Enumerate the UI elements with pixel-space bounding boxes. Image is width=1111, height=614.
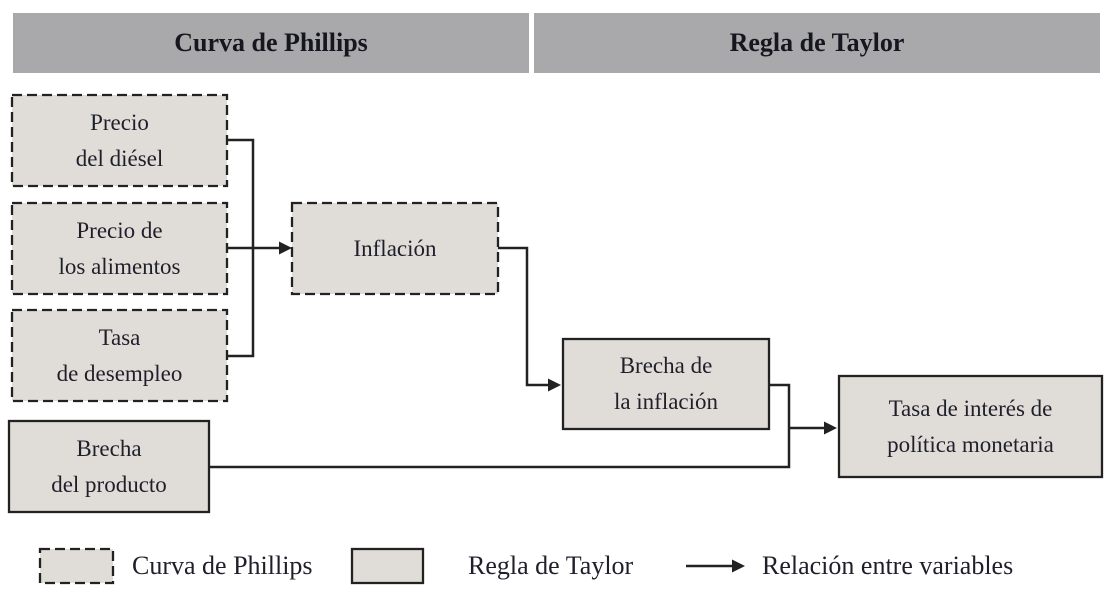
- node-precio-alimentos: Precio de los alimentos: [58, 217, 181, 279]
- edge-inflacion-to-brecha-inflacion: [497, 246, 549, 387]
- legend-arrowhead-icon: [732, 559, 745, 573]
- arrowhead-to-brecha-inflacion-icon: [548, 378, 561, 392]
- legend-shapes: [38, 547, 745, 585]
- legend-swatch-phillips: [38, 547, 115, 585]
- legend-label-relacion: Relación entre variables: [762, 551, 1014, 580]
- node-box-precio-diesel: [10, 93, 229, 188]
- edge-merge-brecha-producto: [209, 383, 791, 469]
- node-box-tasa-desempleo: [10, 308, 229, 403]
- node-brecha-producto: Brecha del producto: [51, 435, 167, 497]
- node-box-precio-alimentos: [10, 201, 229, 296]
- column-header-taylor: Regla de Taylor: [534, 13, 1100, 73]
- node-tasa-desempleo: Tasa de desempleo: [56, 324, 183, 386]
- column-header-phillips: Curva de Phillips: [13, 13, 529, 73]
- node-box-tasa-interes: [837, 374, 1104, 479]
- legend-label-taylor: Regla de Taylor: [468, 551, 634, 580]
- node-tasa-interes: Tasa de interés de política monetaria: [887, 395, 1054, 457]
- node-box-inflacion: [290, 201, 500, 296]
- connector-lines: [209, 138, 837, 469]
- node-inflacion: Inflación: [353, 235, 437, 261]
- node-box-brecha-inflacion: [561, 337, 771, 431]
- arrowhead-to-inflacion-icon: [279, 241, 292, 255]
- node-shapes: [7, 93, 1104, 514]
- legend-swatch-taylor: [350, 547, 425, 585]
- node-box-brecha-producto: [7, 419, 211, 514]
- node-precio-diesel: Precio del diésel: [75, 109, 164, 171]
- node-brecha-inflacion: Brecha de la inflación: [613, 353, 719, 414]
- legend-label-phillips: Curva de Phillips: [132, 551, 313, 580]
- arrowhead-to-tasa-interes-icon: [824, 421, 837, 435]
